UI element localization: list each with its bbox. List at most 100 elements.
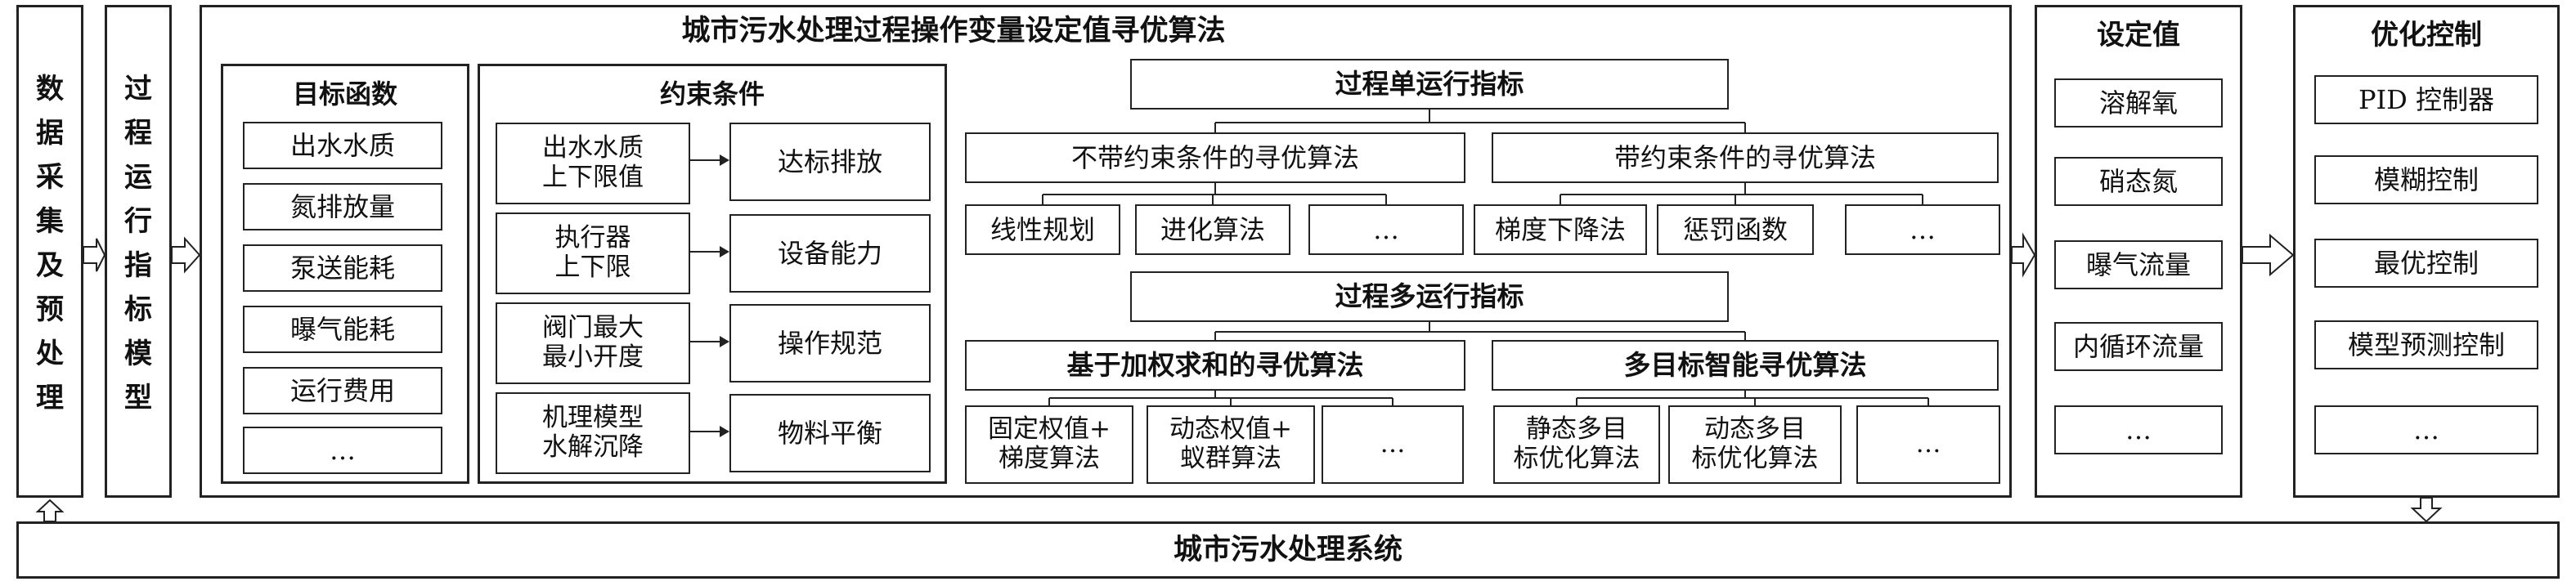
intelligent-algo-label: 多目标智能寻优算法 [1623, 349, 1867, 382]
data-acquisition-char: 及 [36, 249, 64, 282]
control-item-label: … [2413, 414, 2439, 445]
multi-algo-leaf: 静态多目 标优化算法 [1493, 405, 1660, 484]
multi-algo-leaf: 动态多目 标优化算法 [1668, 405, 1842, 484]
setpoint-item: 硝态氮 [2054, 157, 2223, 206]
constraint-result: 物料平衡 [729, 394, 931, 472]
multi-algo-leaf-label: … [1380, 429, 1406, 459]
data-acquisition-char: 处 [36, 338, 64, 370]
objective-item-label: 氮排放量 [289, 190, 395, 222]
main-title: 城市污水处理过程操作变量设定值寻优算法 [681, 14, 1226, 47]
constraint-result-label: 操作规范 [777, 327, 882, 359]
data-acquisition-char: 预 [36, 293, 64, 326]
setpoint-item: 溶解氧 [2054, 78, 2223, 127]
process-index-model-box: 过 程 运 行 指 标 模 型 [105, 5, 172, 498]
control-item: 模型预测控制 [2314, 320, 2538, 369]
index-model-char: 程 [124, 117, 152, 150]
setpoint-title: 设定值 [2097, 19, 2180, 52]
unconstrained-algo-label: 不带约束条件的寻优算法 [1070, 141, 1359, 173]
multi-algo-leaf-label: 固定权值+ 梯度算法 [988, 414, 1111, 473]
multi-algo-leaf: 固定权值+ 梯度算法 [965, 405, 1133, 484]
objective-item-label: 曝气能耗 [289, 313, 395, 345]
index-model-char: 运 [124, 161, 152, 194]
constraint-condition-label: 机理模型 水解沉降 [542, 403, 644, 462]
constraint-condition: 阀门最大 最小开度 [496, 302, 690, 384]
constraint-condition: 执行器 上下限 [496, 212, 690, 294]
flow-arrow [2242, 233, 2295, 277]
control-item: 最优控制 [2314, 239, 2538, 288]
multi-algo-leaf-label: 动态权值+ 蚁群算法 [1169, 414, 1292, 473]
control-item-label: 模型预测控制 [2347, 329, 2505, 360]
constraint-arrow-head [720, 246, 729, 257]
index-model-char: 型 [124, 382, 152, 414]
multi-algo-leaf: 动态权值+ 蚁群算法 [1147, 405, 1315, 484]
objective-item: 氮排放量 [243, 183, 442, 230]
flow-arrow-up [35, 499, 65, 522]
single-algo-leaf: 线性规划 [965, 204, 1120, 255]
constraint-condition-label: 执行器 上下限 [554, 223, 631, 282]
flow-arrow [83, 238, 106, 272]
flow-arrow [2011, 232, 2036, 278]
multi-algo-leaf-label: 静态多目 标优化算法 [1513, 414, 1640, 473]
constraint-result: 操作规范 [729, 304, 931, 382]
control-item: PID 控制器 [2314, 75, 2538, 124]
multi-algo-leaf: … [1322, 405, 1464, 484]
setpoint-item: 内循环流量 [2054, 322, 2223, 371]
index-model-char: 模 [124, 338, 152, 370]
multi-algo-leaf: … [1856, 405, 2000, 484]
constraint-arrow-head [720, 426, 729, 437]
wastewater-system-box: 城市污水处理系统 [16, 521, 2560, 579]
setpoint-item: 曝气流量 [2054, 240, 2223, 289]
objective-title: 目标函数 [292, 78, 397, 110]
single-index-title: 过程单运行指标 [1335, 68, 1524, 101]
multi-index-box: 过程多运行指标 [1130, 271, 1729, 322]
constraint-result-label: 物料平衡 [777, 417, 882, 449]
objective-item-label: … [330, 434, 356, 466]
setpoint-item-label: 内循环流量 [2072, 330, 2204, 362]
single-algo-leaf: 进化算法 [1135, 204, 1290, 255]
constrained-algo-box: 带约束条件的寻优算法 [1492, 132, 1999, 183]
single-algo-leaf-label: 梯度下降法 [1494, 213, 1626, 245]
constraint-result-label: 达标排放 [777, 145, 882, 177]
constraint-result: 达标排放 [729, 123, 931, 201]
control-title: 优化控制 [2371, 19, 2482, 52]
index-model-char: 标 [124, 293, 152, 326]
constraint-result: 设备能力 [729, 214, 931, 293]
constrained-algo-label: 带约束条件的寻优算法 [1613, 141, 1876, 173]
single-algo-leaf: 梯度下降法 [1474, 204, 1647, 255]
intelligent-algo-box: 多目标智能寻优算法 [1492, 340, 1999, 391]
single-algo-leaf: … [1308, 204, 1464, 255]
data-acquisition-char: 采 [36, 161, 64, 194]
constraint-condition: 出水水质 上下限值 [496, 123, 690, 204]
constraint-arrow-head [720, 336, 729, 347]
constraint-result-label: 设备能力 [777, 237, 882, 269]
single-algo-leaf-label: 进化算法 [1160, 213, 1265, 245]
single-algo-leaf-label: … [1373, 213, 1399, 245]
flow-arrow-down [2410, 497, 2443, 523]
constraint-condition-label: 出水水质 上下限值 [542, 133, 644, 192]
constraint-arrow-head [720, 154, 729, 166]
setpoint-item-label: 曝气流量 [2085, 248, 2191, 280]
single-algo-leaf-label: 线性规划 [990, 213, 1095, 245]
single-algo-leaf-label: 惩罚函数 [1682, 213, 1788, 245]
weighted-sum-algo-label: 基于加权求和的寻优算法 [1066, 349, 1364, 382]
control-item-label: 模糊控制 [2373, 163, 2479, 195]
data-acquisition-box: 数 据 采 集 及 预 处 理 [16, 5, 83, 498]
single-algo-leaf: … [1845, 204, 2000, 255]
constraint-condition: 机理模型 水解沉降 [496, 392, 690, 474]
data-acquisition-char: 数 [36, 73, 64, 105]
setpoint-item-label: … [2125, 414, 2152, 445]
index-model-char: 行 [124, 205, 152, 238]
objective-item-label: 运行费用 [289, 374, 395, 406]
control-item: … [2314, 405, 2538, 454]
weighted-sum-algo-box: 基于加权求和的寻优算法 [965, 340, 1465, 391]
constraint-condition-label: 阀门最大 最小开度 [542, 313, 644, 372]
flow-arrow [171, 236, 201, 274]
objective-item: 曝气能耗 [243, 306, 442, 353]
setpoint-item: … [2054, 405, 2223, 454]
objective-item: 泵送能耗 [243, 244, 442, 292]
setpoint-item-label: 溶解氧 [2098, 87, 2178, 119]
data-acquisition-char: 据 [36, 117, 64, 150]
objective-item-label: 泵送能耗 [289, 252, 395, 284]
setpoint-item-label: 硝态氮 [2098, 165, 2178, 197]
multi-algo-leaf-label: 动态多目 标优化算法 [1691, 414, 1819, 473]
